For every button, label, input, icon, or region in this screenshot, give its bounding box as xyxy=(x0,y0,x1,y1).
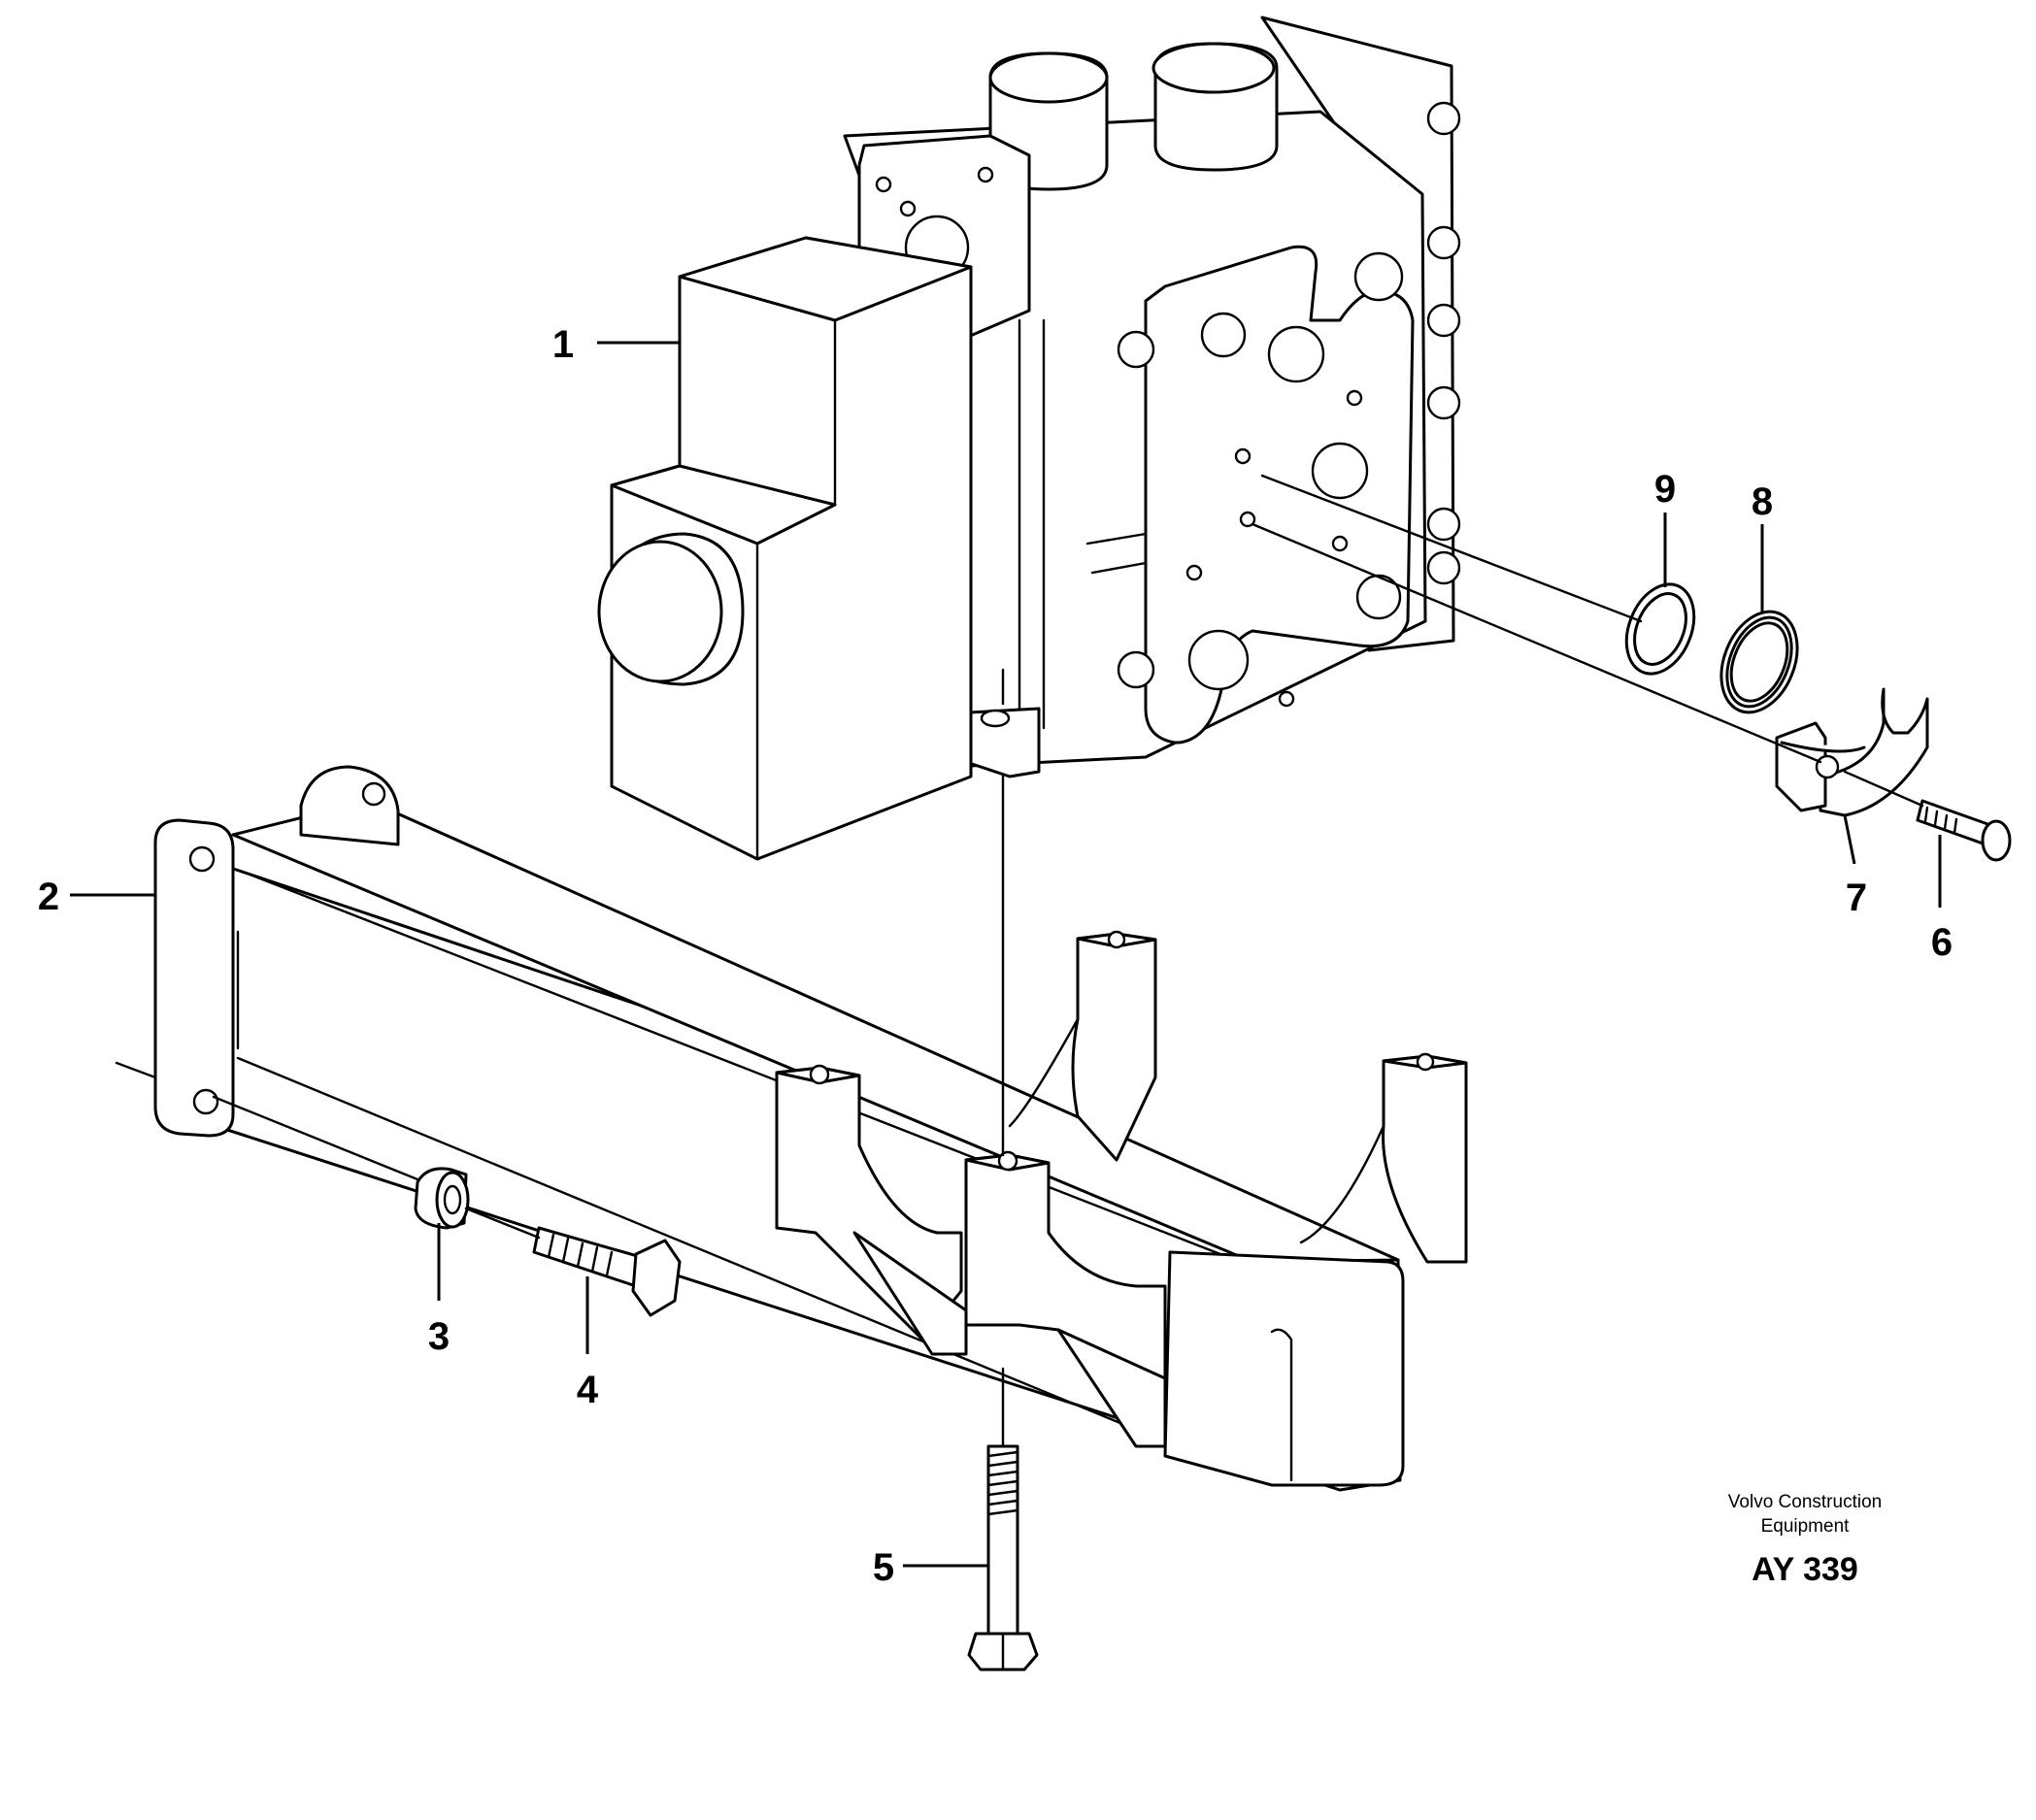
publisher-line-2: Equipment xyxy=(1761,1516,1851,1537)
callout-1: 1 xyxy=(552,323,574,366)
publisher-block: Volvo Construction Equipment AY 339 xyxy=(1728,1492,1882,1588)
hex-bolt-part-5 xyxy=(967,1444,1039,1671)
callout-3: 3 xyxy=(428,1315,450,1358)
spacer-bushing-part-3 xyxy=(414,1167,470,1230)
o-ring-part-9 xyxy=(1624,582,1696,676)
control-valve-part-1 xyxy=(597,16,1461,861)
support-bracket-part-2 xyxy=(153,765,1468,1492)
callout-2: 2 xyxy=(38,876,59,918)
figure-code: AY 339 xyxy=(1752,1551,1858,1588)
callout-9: 9 xyxy=(1654,468,1676,511)
assembly-center-lines xyxy=(115,474,1924,1448)
callout-6: 6 xyxy=(1931,921,1953,964)
publisher-line-1: Volvo Construction xyxy=(1728,1492,1882,1512)
callout-4: 4 xyxy=(577,1369,599,1411)
o-ring-part-8 xyxy=(1719,610,1799,714)
callout-5: 5 xyxy=(873,1546,894,1589)
callout-labels: 1 2 3 4 5 6 7 8 9 xyxy=(38,323,1953,1589)
hex-bolt-part-4 xyxy=(532,1226,682,1317)
flange-screw-part-6 xyxy=(1916,799,2012,862)
callout-7: 7 xyxy=(1846,877,1867,919)
split-flange-part-7 xyxy=(1775,687,1929,817)
callout-8: 8 xyxy=(1752,480,1773,523)
callout-leaders xyxy=(70,341,1942,1568)
